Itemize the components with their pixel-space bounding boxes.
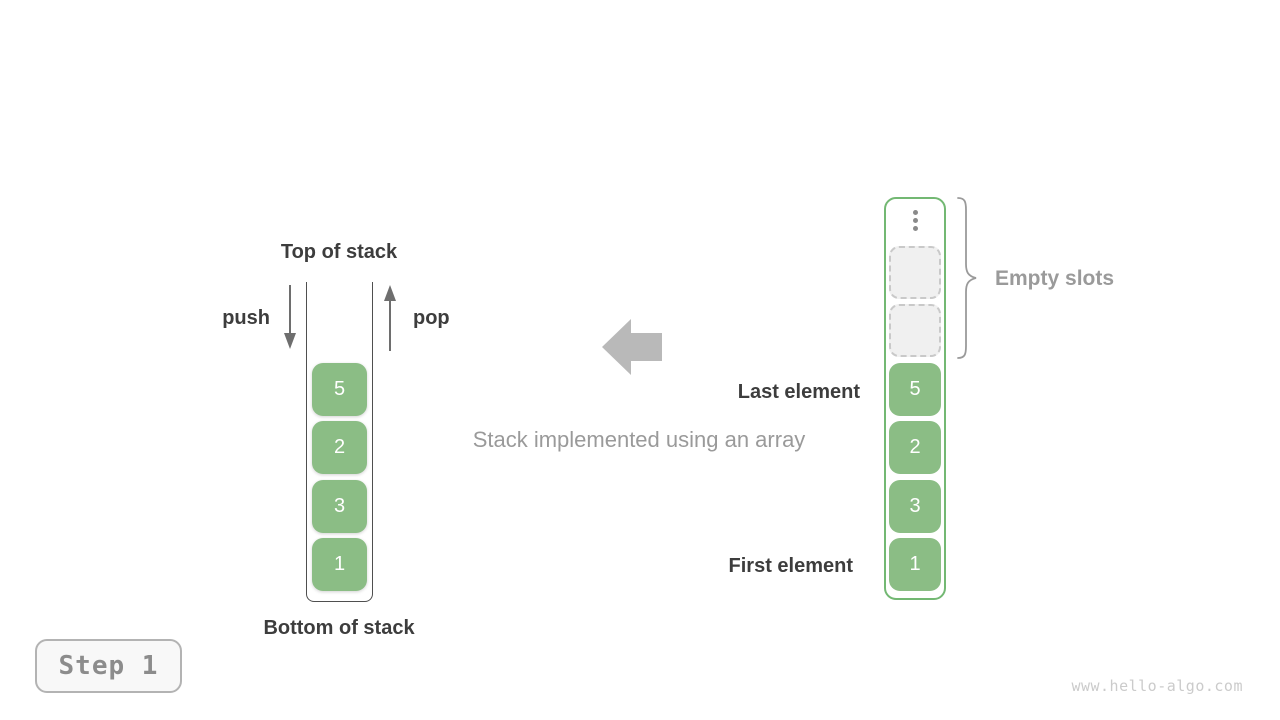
ellipsis-dot (913, 226, 918, 231)
ellipsis-dot (913, 218, 918, 223)
stack-item: 5 (312, 363, 367, 416)
vertical-ellipsis-icon (913, 210, 918, 231)
push-label: push (222, 307, 270, 329)
array-item: 3 (889, 480, 941, 533)
stack-item: 1 (312, 538, 367, 591)
array-item: 5 (889, 363, 941, 416)
curly-brace-icon (957, 197, 977, 359)
empty-slots-label: Empty slots (995, 267, 1115, 290)
bottom-of-stack-label: Bottom of stack (263, 617, 415, 639)
stack-item: 2 (312, 421, 367, 474)
last-element-label: Last element (737, 381, 860, 403)
empty-slot (889, 304, 941, 357)
stack-item: 3 (312, 480, 367, 533)
array-container-outline (884, 197, 946, 600)
empty-slot (889, 246, 941, 299)
first-element-label: First element (728, 555, 853, 577)
step-badge: Step 1 (35, 639, 182, 693)
stack-container-outline (306, 282, 373, 602)
array-item: 2 (889, 421, 941, 474)
caption: Stack implemented using an array (472, 427, 806, 452)
pop-label: pop (413, 307, 450, 329)
ellipsis-dot (913, 210, 918, 215)
push-down-arrow-icon (284, 285, 296, 349)
array-item: 1 (889, 538, 941, 591)
watermark: www.hello-algo.com (1071, 677, 1243, 695)
step-label: Step 1 (58, 651, 159, 681)
pop-up-arrow-icon (384, 285, 396, 351)
left-arrow-icon (602, 319, 662, 375)
top-of-stack-label: Top of stack (280, 241, 398, 263)
